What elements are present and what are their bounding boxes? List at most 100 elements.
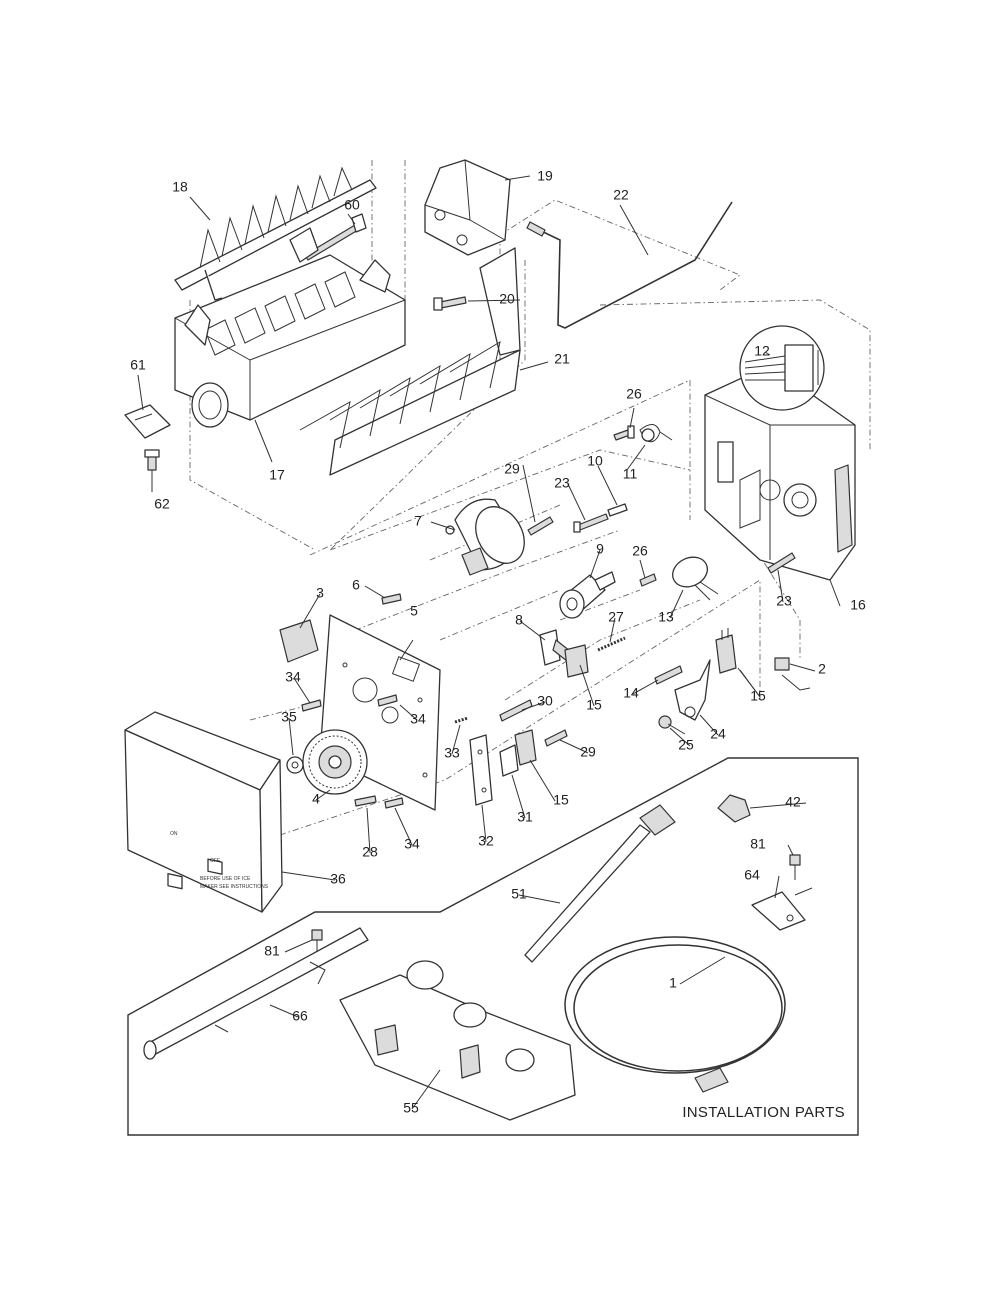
screw-part-23-upper (573, 513, 609, 533)
callout-81-left: 81 (264, 943, 280, 959)
switch-part-15-upper (564, 644, 589, 678)
bracket-part-31 (499, 744, 519, 777)
ice-mold-part (174, 227, 406, 428)
callout-12: 12 (754, 343, 770, 359)
callout-81-right: 81 (750, 836, 766, 852)
callout-14: 14 (623, 685, 639, 701)
screw-part-28 (354, 795, 377, 807)
callout-31: 31 (517, 809, 533, 825)
cover-part (424, 159, 511, 256)
callout-15-right: 15 (750, 688, 766, 704)
front-cover-off-label: OFF (210, 858, 220, 864)
shutoff-arm-part (526, 201, 733, 329)
callout-66: 66 (292, 1008, 308, 1024)
screw-part-62 (144, 449, 160, 471)
screw-part-60 (304, 213, 367, 261)
callout-18: 18 (172, 179, 188, 195)
callout-27: 27 (608, 609, 624, 625)
screw-part-23-lower (767, 552, 796, 574)
front-cover-on-label: ON (170, 831, 178, 837)
callout-29-upper: 29 (504, 461, 520, 477)
thermostat-part (671, 556, 719, 601)
screw-part-2 (774, 657, 811, 691)
tube-clamp-part-64 (751, 887, 813, 931)
callout-2: 2 (818, 661, 826, 677)
washer-part-10 (607, 503, 628, 517)
callout-1: 1 (669, 975, 677, 991)
callout-36: 36 (330, 871, 346, 887)
screw-part-30 (499, 699, 533, 722)
screw-part-14 (654, 665, 683, 685)
screw-part-6 (381, 593, 402, 605)
screw-part-29-upper (527, 516, 554, 536)
callout-24: 24 (710, 726, 726, 742)
washer-part-35 (286, 756, 304, 774)
link-part-32 (469, 734, 493, 806)
spring-part-27 (597, 636, 626, 652)
screw-part-25 (658, 715, 686, 735)
callout-labels: 18 19 60 22 20 21 12 61 26 11 29 10 17 2… (130, 168, 866, 1116)
installation-parts-caption: INSTALLATION PARTS (682, 1104, 845, 1121)
housing-part (704, 364, 856, 581)
callout-35: 35 (281, 709, 297, 725)
callout-26-lower: 26 (632, 543, 648, 559)
callout-30: 30 (537, 693, 553, 709)
callout-15-upper: 15 (586, 697, 602, 713)
callout-20: 20 (499, 291, 515, 307)
callout-23-upper: 23 (554, 475, 570, 491)
callout-51: 51 (511, 886, 527, 902)
wire-harness-part (739, 325, 825, 411)
thermostat-clip-part (639, 424, 673, 443)
callout-23-lower: 23 (776, 593, 792, 609)
callout-33: 33 (444, 745, 460, 761)
screw-part-29-lower (544, 729, 568, 747)
water-line-coil-part (564, 936, 786, 1093)
shield-part (299, 247, 521, 476)
motor-part (445, 498, 525, 576)
clamp-part-42 (717, 794, 751, 823)
shutoff-lever-part (674, 659, 711, 721)
callout-21: 21 (554, 351, 570, 367)
callout-32: 32 (478, 833, 494, 849)
bracket-part-61 (124, 404, 171, 439)
screw-part-26-lower (639, 573, 657, 587)
callout-7: 7 (414, 513, 422, 529)
assembly-guide-lines (189, 160, 871, 836)
callout-29-lower: 29 (580, 744, 596, 760)
callout-42: 42 (785, 794, 801, 810)
callout-10: 10 (587, 453, 603, 469)
callout-13: 13 (658, 609, 674, 625)
screw-part-26-upper (613, 425, 635, 441)
switch-part-15-lower (514, 729, 537, 766)
callout-34-bottom: 34 (404, 836, 420, 852)
leader-lines (137, 175, 841, 1110)
callout-8: 8 (515, 612, 523, 628)
callout-15-lower: 15 (553, 792, 569, 808)
insulation-pad-part (279, 619, 319, 663)
callout-55: 55 (403, 1100, 419, 1116)
callout-17: 17 (269, 467, 285, 483)
front-cover-warning-1: BEFORE USE OF ICE (200, 876, 251, 882)
ejector-part (174, 166, 377, 301)
callout-62: 62 (154, 496, 170, 512)
callout-9: 9 (596, 541, 604, 557)
callout-19: 19 (537, 168, 553, 184)
front-cover-warning-2: MAKER SEE INSTRUCTIONS (200, 884, 269, 890)
installation-parts-box: INSTALLATION PARTS (127, 757, 859, 1136)
callout-25: 25 (678, 737, 694, 753)
screw-part-34-bottom (384, 797, 404, 809)
fill-tube-part (524, 804, 676, 963)
screw-part-34-left (301, 699, 322, 712)
solenoid-part (559, 571, 616, 619)
callout-34-right: 34 (410, 711, 426, 727)
callout-64: 64 (744, 867, 760, 883)
front-cover-part: ON OFF BEFORE USE OF ICE MAKER SEE INSTR… (124, 711, 283, 913)
spring-part-33 (454, 716, 469, 724)
callout-4: 4 (312, 791, 320, 807)
water-valve-part (339, 960, 576, 1121)
screw-part-20 (433, 296, 467, 311)
callout-22: 22 (613, 187, 629, 203)
callout-60: 60 (344, 197, 360, 213)
drive-gear-part (302, 729, 368, 795)
